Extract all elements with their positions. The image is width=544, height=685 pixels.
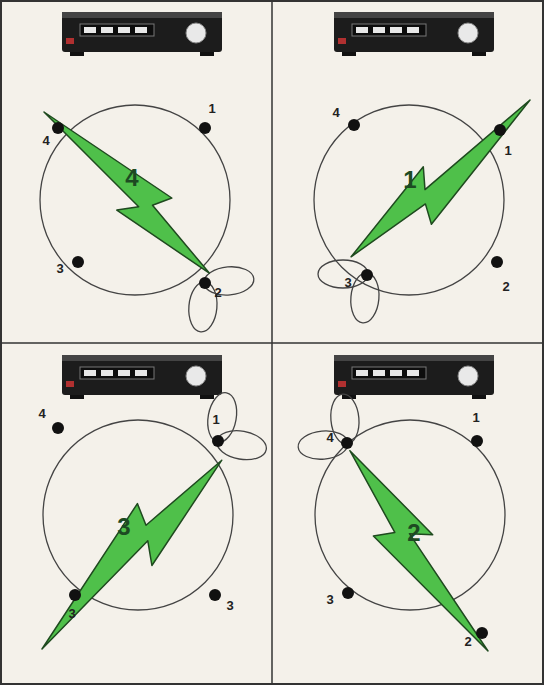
callout-number: 4 [332,106,339,119]
radio-body [62,355,222,395]
antenna-dot [72,256,84,268]
antenna-dot [199,122,211,134]
antenna-dot [361,269,373,281]
bolt-number: 3 [117,515,130,539]
lightning-bolt [351,100,530,257]
panel [40,12,255,333]
radio-body [334,355,494,395]
lightning-bolt [350,451,488,651]
callout-number: 1 [504,144,511,157]
radio-body [334,12,494,52]
callout-number: 1 [208,102,215,115]
radiation-lobe [215,427,269,463]
panel [314,12,530,324]
callout-number: 1 [472,411,479,424]
antenna-dot [69,589,81,601]
callout-number: 4 [42,134,49,147]
antenna-dot [212,435,224,447]
divider [1,342,543,344]
antenna-dot [342,587,354,599]
lightning-bolt [44,112,209,273]
callout-number: 2 [502,280,509,293]
callout-number: 2 [464,635,471,648]
antenna-dot [199,277,211,289]
callout-number: 4 [326,431,333,444]
callout-number: 3 [326,593,333,606]
panel [297,355,505,651]
radio-body [62,12,222,52]
antenna-dot [341,437,353,449]
antenna-dot [476,627,488,639]
lightning-bolt [42,460,222,649]
bolt-number: 1 [403,168,416,192]
antenna-dot [491,256,503,268]
callout-number: 3 [226,599,233,612]
radiation-lobe [318,260,368,288]
bolt-number: 4 [125,166,138,190]
callout-number: 3 [68,607,75,620]
antenna-circle [40,105,230,295]
callout-number: 3 [56,262,63,275]
callout-number: 1 [212,413,219,426]
antenna-dot [494,124,506,136]
panel [42,355,269,649]
antenna-dot [209,589,221,601]
callout-number: 3 [344,276,351,289]
callout-number: 2 [214,286,221,299]
antenna-dot [471,435,483,447]
radiation-lobe [204,390,240,444]
bolt-number: 2 [407,521,420,545]
antenna-dot [348,119,360,131]
antenna-dot [52,122,64,134]
antenna-dot [52,422,64,434]
callout-number: 4 [38,407,45,420]
